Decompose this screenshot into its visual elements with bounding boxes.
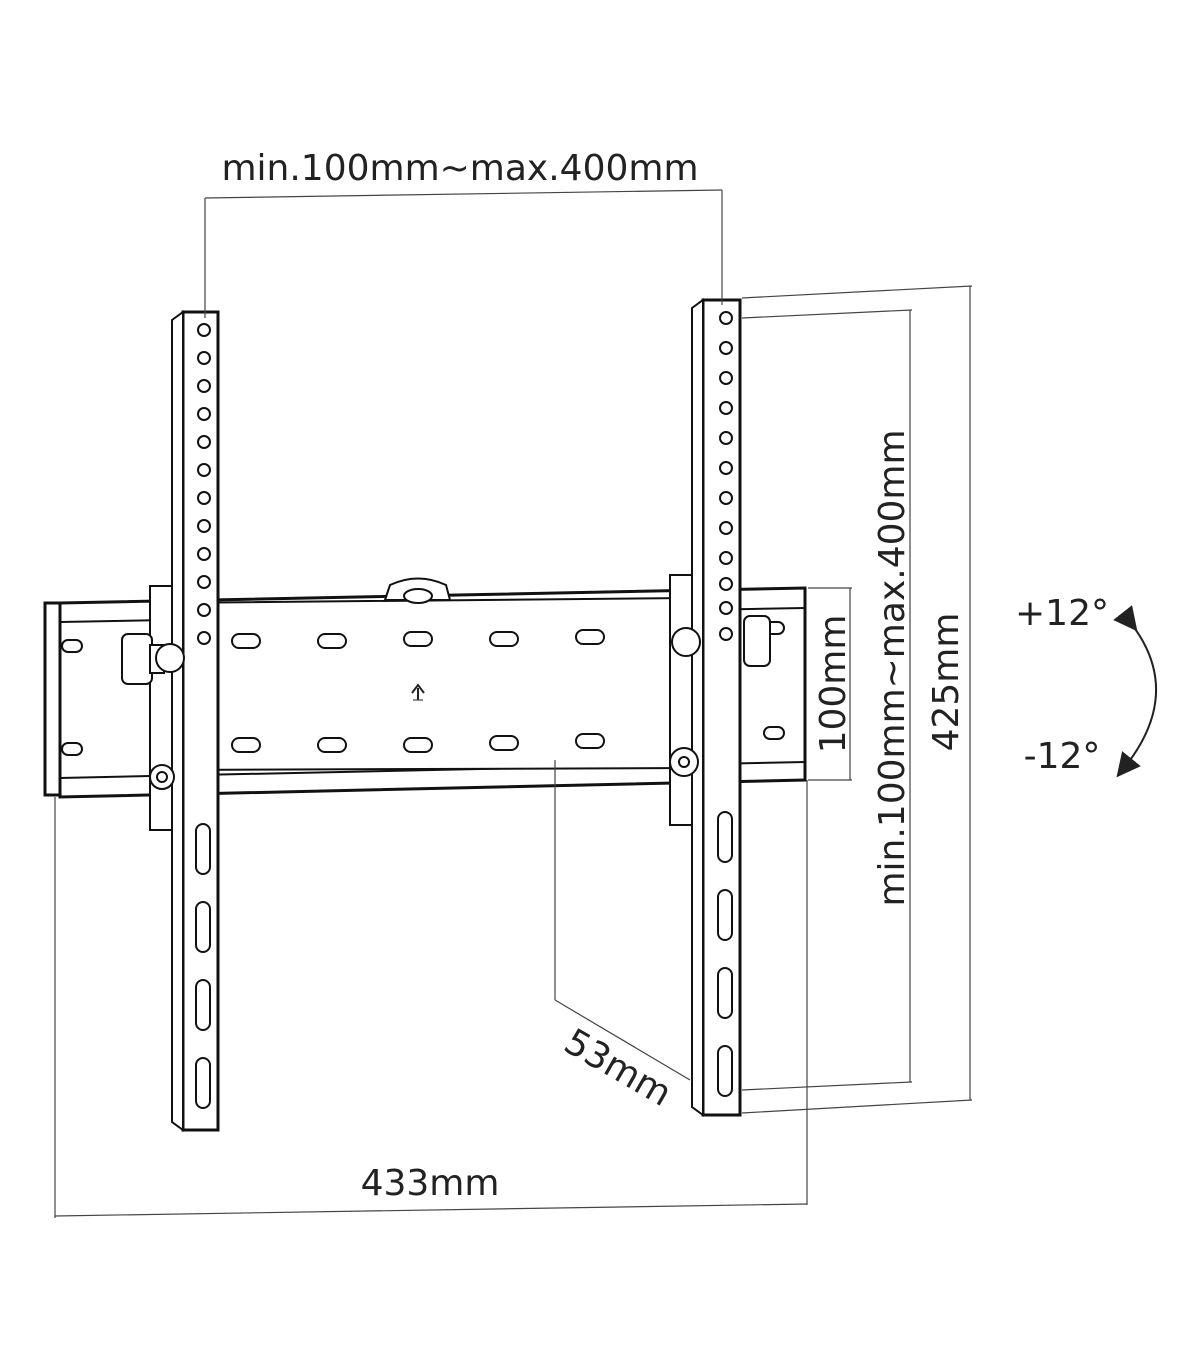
right-lower-bolt [669,747,699,777]
left-lower-bolt [149,764,175,790]
total-width-label: 433mm [361,1163,500,1204]
plate-height-dimension: 100mm [808,587,854,781]
right-arm-slots [717,811,733,1097]
vesa-width-label: min.100mm~max.400mm [221,148,698,189]
right-arm-round-holes [719,311,733,641]
tilt-down-label: -12° [1024,736,1101,777]
bracket-height-dimension: 425mm [741,285,973,1114]
depth-label: 53mm [557,1021,678,1114]
tilt-indicator: +12° -12° [1015,593,1157,778]
wall-plate-slots [61,621,785,756]
vesa-height-label: min.100mm~max.400mm [872,429,913,906]
bracket-height-label: 425mm [926,613,967,752]
up-arrow-icon [411,683,425,701]
curved-double-arrow-icon [1113,605,1157,778]
vesa-width-dimension: min.100mm~max.400mm [204,148,723,318]
total-width-dimension: 433mm [54,780,808,1218]
plate-height-label: 100mm [813,615,854,754]
left-bracket-arm [121,310,220,1132]
tilt-up-label: +12° [1015,593,1109,634]
left-arm-slots [195,823,211,1109]
right-bracket-arm [669,298,771,1117]
safety-latch [383,577,452,604]
left-tilt-knob [121,633,185,685]
wall-plate [43,577,807,799]
vesa-height-dimension: min.100mm~max.400mm [741,309,913,1091]
left-arm-round-holes [197,323,211,645]
right-tilt-knob [671,615,771,667]
